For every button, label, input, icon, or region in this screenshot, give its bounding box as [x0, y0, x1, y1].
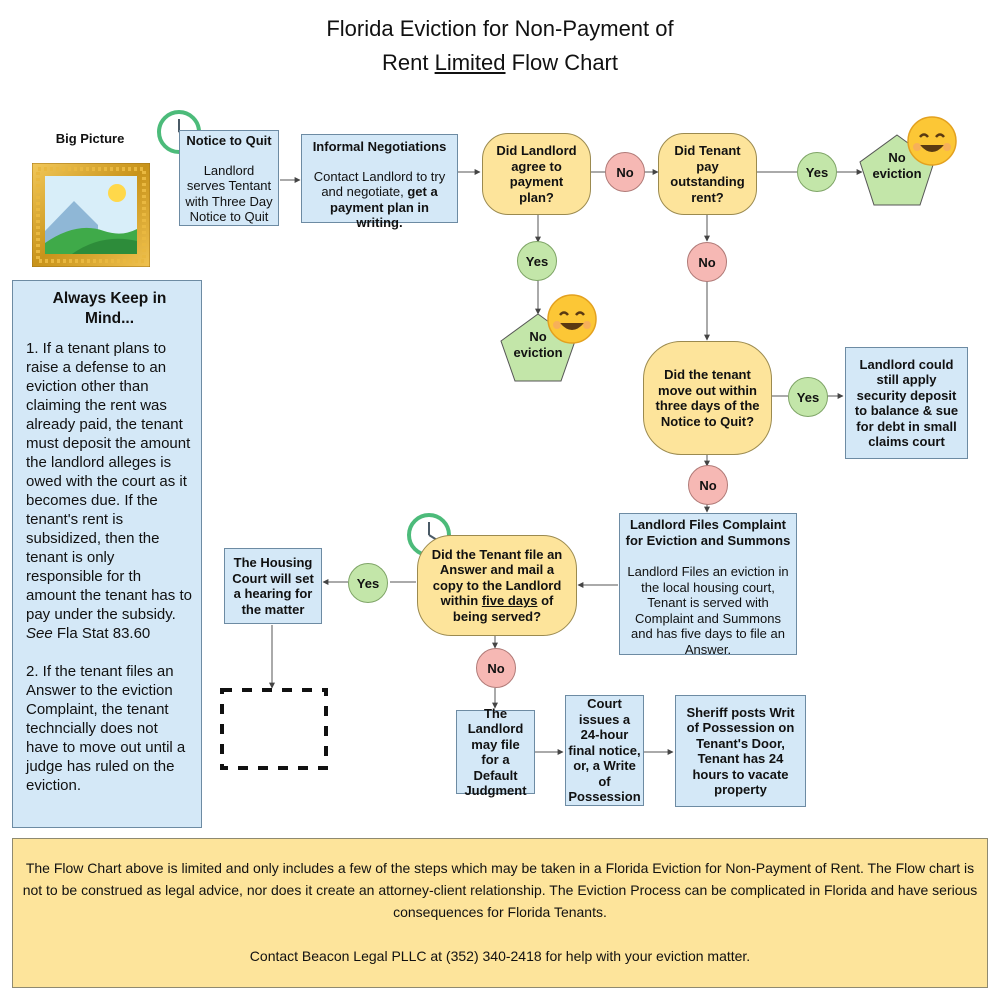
complaint-title: Landlord Files Complaint for Eviction an…	[625, 517, 791, 548]
chart-title-line2: Rent Limited Flow Chart	[382, 50, 618, 75]
decision-answer-filed: Did the Tenant file an Answer and mail a…	[417, 535, 577, 636]
informal-negotiations-title: Informal Negotiations	[312, 139, 447, 154]
default-judgment-box: The Landlord may file for a Default Judg…	[456, 706, 535, 798]
no-eviction-label-1: No eviction	[872, 150, 922, 181]
decision-moved-out: Did the tenant move out within three day…	[643, 341, 772, 455]
keep-in-mind-point-1: 1. If a tenant plans to raise a defense …	[26, 340, 192, 642]
court-notice-box: Court issues a 24-hour final notice, or,…	[565, 695, 644, 806]
smiley-emoji-icon	[907, 116, 957, 166]
informal-negotiations-body: Contact Landlord to try and negotiate, g…	[313, 168, 446, 231]
notice-to-quit-body: Landlord serves Tentant with Three Day N…	[185, 162, 273, 225]
always-keep-in-mind-panel: Always Keep in Mind... 1. If a tenant pl…	[12, 280, 202, 828]
security-deposit-box: Landlord could still apply security depo…	[845, 347, 968, 459]
contact-text: Contact Beacon Legal PLLC at (352) 340-2…	[249, 948, 751, 964]
complaint-box: Landlord Files Complaint for Eviction an…	[619, 513, 797, 657]
informal-negotiations-box: Informal Negotiations Contact Landlord t…	[301, 134, 458, 230]
disclaimer-footer: The Flow Chart above is limited and only…	[12, 838, 988, 988]
chart-title-line1: Florida Eviction for Non-Payment of	[326, 16, 674, 41]
smiley-emoji-icon	[547, 294, 597, 344]
housing-court-box: The Housing Court will set a hearing for…	[224, 548, 322, 624]
keep-in-mind-point-2: 2. If the tenant files an Answer to the …	[26, 663, 186, 794]
empty-placeholder-box	[220, 688, 328, 770]
no-circle-payment-plan: No	[605, 152, 645, 192]
notice-to-quit-box: Notice to Quit Landlord serves Tentant w…	[179, 130, 279, 226]
keep-in-mind-title: Always Keep in Mind...	[52, 290, 167, 327]
complaint-body: Landlord Files an eviction in the local …	[627, 564, 789, 657]
yes-circle-moved-out: Yes	[788, 377, 828, 417]
big-picture-label: Big Picture	[55, 131, 125, 146]
yes-circle-answer: Yes	[348, 563, 388, 603]
no-circle-moved-out: No	[688, 465, 728, 505]
no-eviction-label-2: No eviction	[513, 329, 563, 360]
decision-payment-plan: Did Landlord agree to payment plan?	[482, 133, 591, 215]
decision-paid-rent: Did Tenant pay outstanding rent?	[658, 133, 757, 215]
yes-circle-paid-rent: Yes	[797, 152, 837, 192]
disclaimer-text: The Flow Chart above is limited and only…	[22, 860, 978, 920]
sheriff-writ-box: Sheriff posts Writ of Possession on Tena…	[675, 695, 806, 807]
no-circle-answer: No	[476, 648, 516, 688]
no-circle-paid-rent: No	[687, 242, 727, 282]
picture-frame-icon	[32, 163, 150, 267]
yes-circle-payment-plan: Yes	[517, 241, 557, 281]
notice-to-quit-title: Notice to Quit	[186, 133, 272, 148]
